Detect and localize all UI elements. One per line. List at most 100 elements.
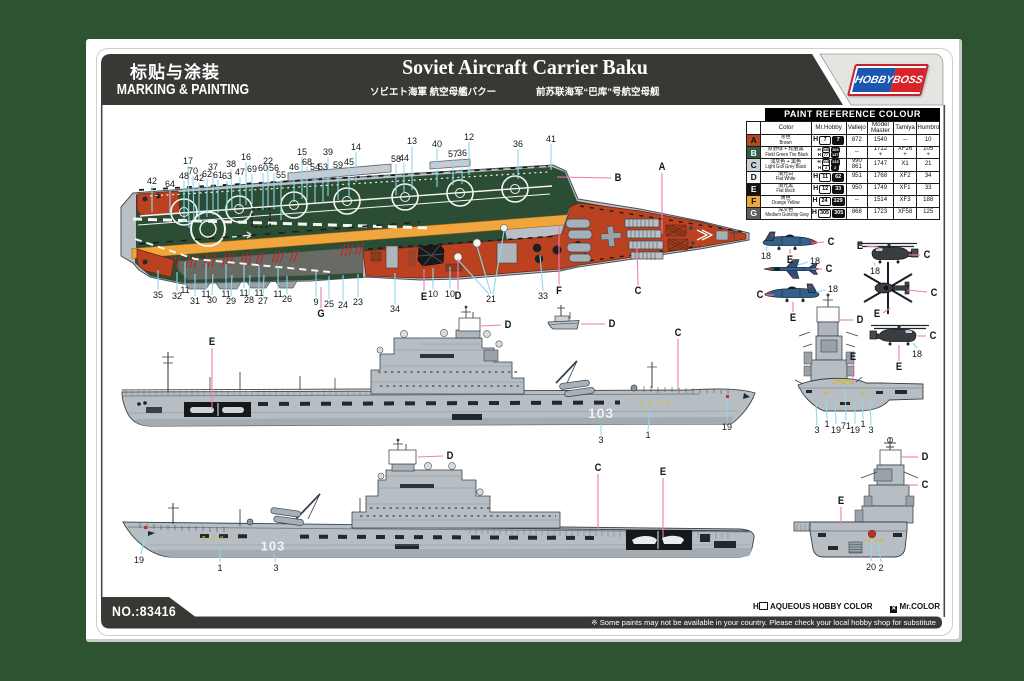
callout-103: 103 [260,538,286,554]
paint-tamiya: XF58 [892,206,918,220]
callout-46: 46 [288,162,300,172]
callout-63: 63 [221,171,233,181]
paint-col-header [745,121,762,135]
callout-C: C [929,330,937,342]
callout-C: C [756,289,764,301]
paint-swatch: C [745,158,762,172]
paint-humbrol: 34 [916,170,940,184]
paint-tamiya: XF3 [892,194,918,208]
mrcolor-box-icon: ✕ [890,606,898,613]
callout-39: 39 [322,147,334,157]
callout-12: 12 [463,132,475,142]
callout-D: D [921,451,929,463]
callout-1: 1 [824,419,830,429]
callout-D: D [454,290,462,302]
paint-table-title: PAINT REFERENCE COLOUR [765,108,940,121]
callout-D: D [504,319,512,331]
aqueous-box-icon [758,602,768,610]
callout-15: 15 [296,147,308,157]
paint-modelmaster: 1514 [867,194,894,208]
callout-54: 54 [309,162,321,172]
paint-col-header: Vallejo [845,121,869,135]
paint-vallejo: 872 [845,134,869,147]
legend-mrcolor: Mr.COLOR [899,602,940,611]
callout-37: 37 [207,162,219,172]
callout-11: 11 [221,289,231,299]
paint-tamiya: X1 [892,158,918,172]
callout-38: 38 [225,159,237,169]
callout-19: 19 [133,555,145,565]
callout-42: 42 [193,173,205,183]
callout-16: 16 [240,152,252,162]
paint-vallejo: 951 [845,170,869,184]
callout-11: 11 [201,289,211,299]
subtitle-chinese: 前苏联海军“巴库”号航空母舰 [536,87,660,98]
footer-bar [101,597,942,629]
callout-1: 1 [860,419,866,429]
paint-modelmaster: 1540 [867,134,894,147]
callout-C: C [827,236,835,248]
callout-F: F [556,285,562,297]
paint-humbrol: 125 [916,206,940,220]
kit-number: NO.:83416 [112,603,177,619]
paint-vallejo: 950 [845,182,869,196]
callout-27: 27 [257,296,269,306]
paint-swatch: D [745,170,762,184]
callout-1: 1 [645,430,651,440]
paint-swatch: A [745,134,762,147]
profile-port [122,438,755,558]
page-title: Soviet Aircraft Carrier Baku [402,55,648,79]
callout-35: 35 [152,290,164,300]
paint-swatch: B [745,145,762,160]
paint-modelmaster: 1749 [867,182,894,196]
callout-11: 11 [254,288,264,298]
callout-32: 32 [171,291,183,301]
callout-C: C [923,249,931,261]
callout-20: 20 [865,562,877,572]
paint-swatch: E [745,182,762,196]
callout-2: 2 [878,563,884,573]
safety-nets [125,390,373,396]
paint-tamiya: XF2 [892,170,918,184]
island-details [370,224,589,272]
callout-58: 58 [390,154,402,164]
logo-word-boss: BOSS [889,68,926,92]
callout-21: 21 [485,294,497,304]
paint-vallejo: -- [845,194,869,208]
callout-D: D [856,314,864,326]
hobbyboss-logo: HOBBY BOSS [847,64,929,96]
callout-E: E [208,336,216,348]
paint-humbrol: 10 [916,134,940,147]
callout-41: 41 [545,134,557,144]
paint-col-header: Model Master [867,121,894,135]
bow-view [794,293,924,412]
callout-59: 59 [332,160,344,170]
callout-19: 19 [849,425,861,435]
paint-modelmaster: 1768 [867,170,894,184]
callout-14: 14 [350,142,362,152]
callout-34: 34 [389,304,401,314]
marking-painting-cn: 标贴与涂装 [130,63,220,82]
callout-18: 18 [869,266,881,276]
paint-col-header: Mr.Hobby [810,121,847,135]
yak38-top [763,259,821,279]
plan-view [120,158,750,290]
paint-tamiya: -- [892,134,918,147]
helicopter-top [863,262,913,314]
callout-103: 103 [587,405,615,421]
callout-19: 19 [830,425,842,435]
callout-3: 3 [273,563,279,573]
profile-starboard [121,305,756,427]
